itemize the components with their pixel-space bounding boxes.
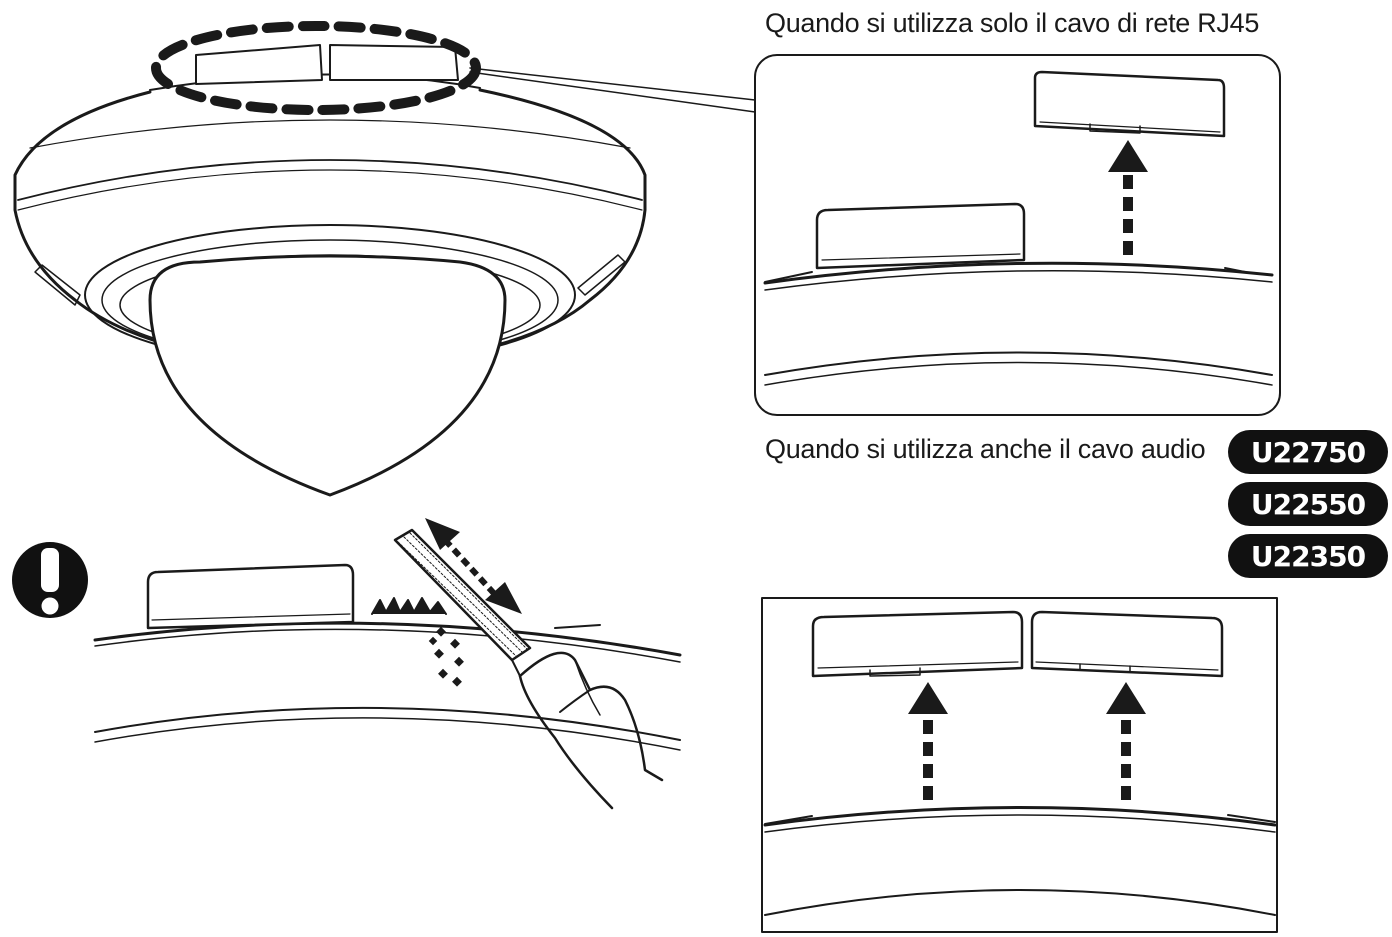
- dome-camera: [13, 21, 756, 497]
- rj45-detail-panel: [754, 54, 1281, 416]
- model-badge: U22550: [1228, 482, 1388, 526]
- audio-detail-panel: [761, 597, 1278, 933]
- model-badge: U22350: [1228, 534, 1388, 578]
- exclamation-icon: [12, 542, 88, 618]
- dashed-up-arrow-icon: [908, 682, 948, 800]
- dashed-up-arrow-icon: [1108, 140, 1148, 255]
- audio-caption: Quando si utilizza anche il cavo audio: [765, 434, 1206, 464]
- model-badge: U22750: [1228, 430, 1388, 474]
- rj45-only-caption: Quando si utilizza solo il cavo di rete …: [765, 8, 1260, 38]
- filing-illustration: [93, 528, 682, 810]
- metal-dust: [428, 626, 464, 687]
- file-tool: [393, 528, 532, 677]
- double-arrow-icon: [425, 518, 522, 614]
- dashed-up-arrow-icon: [1106, 682, 1146, 800]
